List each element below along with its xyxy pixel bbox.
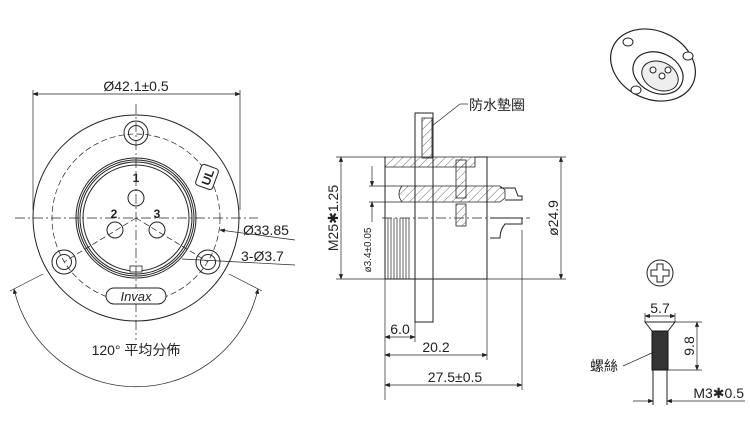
dim-bolt-circle-label: Ø33.85 — [243, 222, 289, 238]
mounting-hole-right — [195, 249, 221, 275]
ul-mark: UL — [195, 163, 219, 191]
waterproof-gasket — [421, 117, 433, 159]
side-view: 防水墊圈 M25✱1.25 ø3.4±0.05 ø24.9 6.0 20.2 2… — [325, 97, 566, 400]
screw-thread — [651, 330, 669, 371]
svg-text:UL: UL — [199, 167, 218, 187]
dim-pin-label: ø3.4±0.05 — [363, 227, 374, 272]
solder-cup-lower — [490, 217, 523, 239]
pin-center-line — [135, 217, 209, 263]
screw-detail: 5.7 9.8 M3✱0.5 螺絲 — [590, 259, 745, 405]
angle-note: 120° 平均分佈 — [92, 342, 181, 358]
pin-center-line — [63, 217, 137, 263]
angle-arc — [13, 288, 259, 388]
dim-head-label: 5.7 — [650, 300, 670, 316]
mounting-hole-top — [123, 120, 149, 146]
solder-cup — [500, 187, 523, 201]
screw-head — [643, 321, 677, 332]
pin-section — [398, 185, 506, 203]
brand-label: Invax — [120, 289, 152, 304]
dim-length-label: 9.8 — [681, 336, 697, 356]
thread-lines — [387, 218, 410, 279]
phillips-head-icon — [646, 259, 674, 287]
dim-diameter-label: ø24.9 — [545, 200, 561, 236]
angle-extension — [9, 273, 44, 292]
isometric-view — [610, 28, 696, 102]
leader-bolt-circle — [219, 228, 296, 241]
front-view: Ø42.1±0.5 1 2 3 UL Invax — [9, 78, 296, 388]
dim-flange-label: 6.0 — [390, 321, 410, 337]
pin-3 — [148, 221, 166, 239]
pin-label-3: 3 — [154, 207, 161, 221]
pin-label-2: 2 — [111, 207, 118, 221]
dim-body-label: 20.2 — [422, 339, 449, 355]
dim-thread-label: M25✱1.25 — [325, 185, 341, 251]
pin-2 — [106, 221, 124, 239]
leader-screw — [622, 351, 655, 367]
pin-label-1: 1 — [133, 171, 140, 185]
leader-holes — [181, 258, 296, 266]
pin-1 — [127, 189, 145, 207]
gasket-label: 防水墊圈 — [469, 97, 525, 113]
dim-holes-label: 3-Ø3.7 — [241, 248, 284, 264]
screw-label: 螺絲 — [590, 358, 618, 374]
dim-outer-label: Ø42.1±0.5 — [103, 78, 168, 94]
dim-thread-label: M3✱0.5 — [693, 385, 744, 401]
insulator-section — [455, 203, 467, 227]
leader-gasket — [431, 103, 461, 127]
angle-extension — [228, 273, 263, 292]
cross-recess — [650, 263, 670, 283]
mounting-hole-left — [51, 249, 77, 275]
dim-total-label: 27.5±0.5 — [428, 369, 483, 385]
